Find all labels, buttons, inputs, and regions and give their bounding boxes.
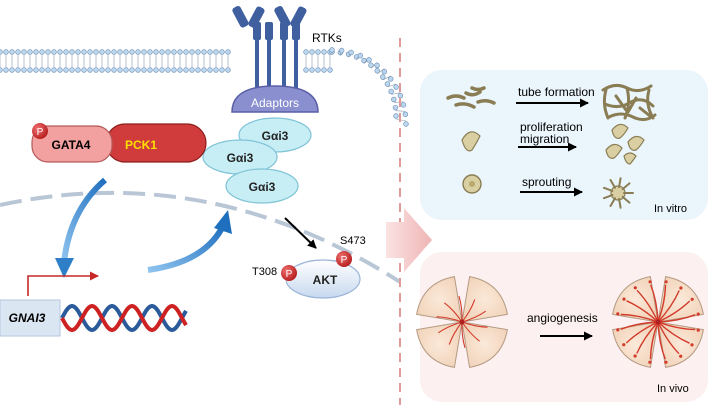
gai3-node-middle: Gαi3 [202,139,278,175]
svg-text:P: P [37,127,44,138]
gata4-label: GATA4 [52,138,91,152]
in-vitro-label: In vitro [654,203,687,215]
gata4-pck1-complex: GATA4 PCK1 [31,123,207,163]
svg-text:P: P [286,269,293,280]
phospho-t308-icon: P [281,265,297,281]
gai3-label-top: Gαi3 [262,129,289,143]
t308-label: T308 [252,266,277,278]
rtk-receptor-icon [232,5,307,95]
s473-label: S473 [340,235,366,247]
gai3-to-akt-arrow [284,217,317,249]
gnai3-gene-box: GNAI3 [0,299,61,337]
tube-formation-label: tube formation [518,85,595,99]
gene-promoter-arrow [27,271,99,296]
round-cell-icon [462,174,482,194]
migration-label: migration [520,132,569,146]
phospho-s473-icon: P [336,251,352,267]
retina-after-icon [612,276,704,368]
transition-arrow [386,208,432,272]
svg-text:P: P [341,255,348,266]
adaptors-label: Adaptors [251,96,299,110]
retina-before-icon [416,276,508,368]
single-cells-icon [446,86,496,109]
sprouting-cell-icon [602,177,634,209]
in-vitro-panel [420,70,708,220]
adaptors-node: Adaptors [231,85,319,113]
angiogenesis-label: angiogenesis [527,311,598,325]
gai3-label-middle: Gαi3 [227,151,254,165]
migrating-cells-icon [605,123,645,165]
tube-network-icon [601,83,657,122]
rtks-label: RTKs [312,31,342,45]
akt-label: AKT [313,273,338,287]
in-vivo-label: In vivo [657,383,689,395]
spindle-cell-icon [461,131,481,152]
proliferation-label: proliferation [520,120,583,134]
sprouting-label: sprouting [522,175,571,189]
phospho-gata4-icon: P [32,123,48,139]
dna-helix-icon [60,303,188,333]
gai3-label-bottom: Gαi3 [249,180,276,194]
pck1-label: PCK1 [125,138,157,152]
nuclear-envelope [0,190,402,284]
akt-node: AKT [285,259,361,299]
gene-to-gai3-arrow [147,224,226,273]
complex-to-gene-arrow [61,177,107,263]
gnai3-label: GNAI3 [9,311,46,325]
cell-membrane [0,47,409,127]
gai3-node-bottom: Gαi3 [225,168,299,204]
